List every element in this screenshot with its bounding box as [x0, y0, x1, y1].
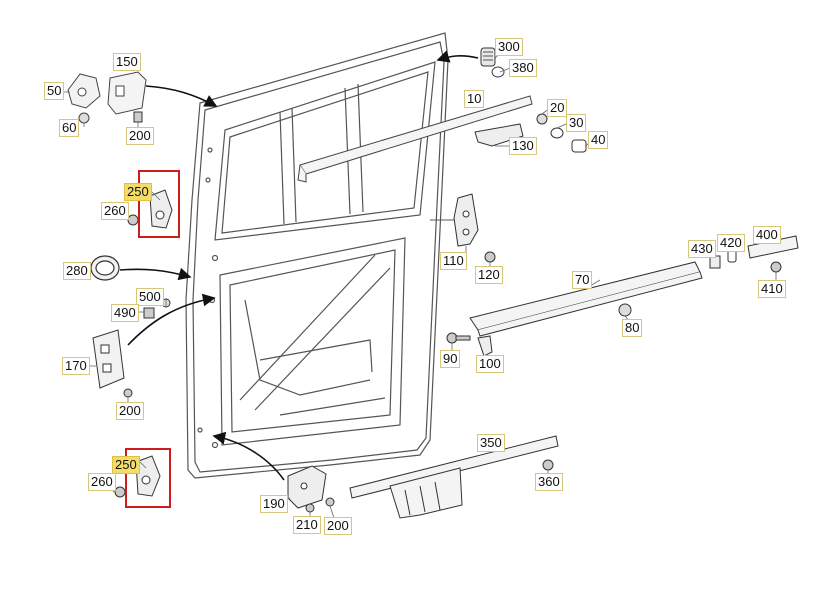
part-280-grommet — [90, 255, 120, 281]
label-50: 50 — [44, 82, 65, 100]
label-490: 490 — [111, 304, 139, 322]
label-500: 500 — [136, 288, 164, 306]
highlight-box-lower-250 — [125, 448, 171, 508]
highlight-box-upper-250 — [138, 170, 180, 238]
part-120-screw — [484, 251, 496, 263]
part-200-screw-bottom — [325, 497, 335, 507]
part-250-lower-lock — [135, 455, 161, 497]
label-150: 150 — [113, 53, 141, 71]
part-380-cap — [491, 66, 505, 78]
part-260-lower-screw — [114, 486, 126, 498]
label-200-top: 200 — [126, 127, 154, 145]
label-260-upper: 260 — [101, 202, 129, 220]
label-190: 190 — [260, 495, 288, 513]
part-190-lower-hinge — [287, 465, 327, 509]
label-260-lower: 260 — [88, 473, 116, 491]
part-200-screw-top — [133, 111, 143, 123]
part-50-bracket — [67, 73, 101, 109]
part-80-nut — [618, 303, 632, 317]
part-360-screw — [542, 459, 554, 471]
label-40: 40 — [588, 131, 609, 149]
label-10: 10 — [464, 90, 485, 108]
part-60-screw — [78, 112, 90, 124]
part-10-upper-rail — [297, 95, 533, 183]
part-200-screw-middle — [123, 388, 133, 398]
label-80: 80 — [622, 319, 643, 337]
label-20: 20 — [547, 99, 568, 117]
label-250-upper: 250 — [124, 183, 152, 201]
part-90-bolt — [446, 332, 471, 344]
part-210-screw — [305, 503, 315, 513]
label-170: 170 — [62, 357, 90, 375]
label-110: 110 — [440, 252, 467, 270]
label-350: 350 — [477, 434, 505, 452]
label-420: 420 — [717, 234, 745, 252]
part-490-screw — [143, 307, 155, 319]
mounting-arrows — [119, 50, 479, 481]
part-130-roller — [474, 123, 524, 147]
part-260-upper-screw — [127, 214, 139, 226]
label-60: 60 — [59, 119, 80, 137]
label-200-bottom: 200 — [324, 517, 352, 535]
label-70: 70 — [572, 271, 593, 289]
label-300: 300 — [495, 38, 523, 56]
label-410: 410 — [758, 280, 786, 298]
sliding-door-panel — [185, 32, 449, 479]
part-410-screw — [770, 261, 782, 273]
label-130: 130 — [509, 137, 537, 155]
label-400: 400 — [753, 226, 781, 244]
part-70-lower-rail — [469, 261, 703, 337]
part-350-bottom-rail — [349, 435, 559, 519]
part-300-spring — [480, 47, 496, 67]
label-360: 360 — [535, 473, 563, 491]
label-430: 430 — [688, 240, 716, 258]
part-110-hinge — [453, 193, 479, 247]
part-100-bracket — [477, 335, 493, 357]
label-30: 30 — [566, 114, 587, 132]
part-40-cap — [571, 139, 587, 153]
label-120: 120 — [475, 266, 503, 284]
part-150-hinge-plate — [107, 71, 147, 115]
part-170-striker — [92, 329, 125, 389]
label-250-lower: 250 — [112, 456, 140, 474]
label-100: 100 — [476, 355, 504, 373]
label-380: 380 — [509, 59, 537, 77]
label-210: 210 — [293, 516, 321, 534]
part-250-upper-lock — [149, 189, 173, 229]
label-280: 280 — [63, 262, 91, 280]
part-20-nut — [536, 113, 548, 125]
label-90: 90 — [440, 350, 461, 368]
part-30-bushing — [550, 127, 564, 139]
label-200-middle: 200 — [116, 402, 144, 420]
